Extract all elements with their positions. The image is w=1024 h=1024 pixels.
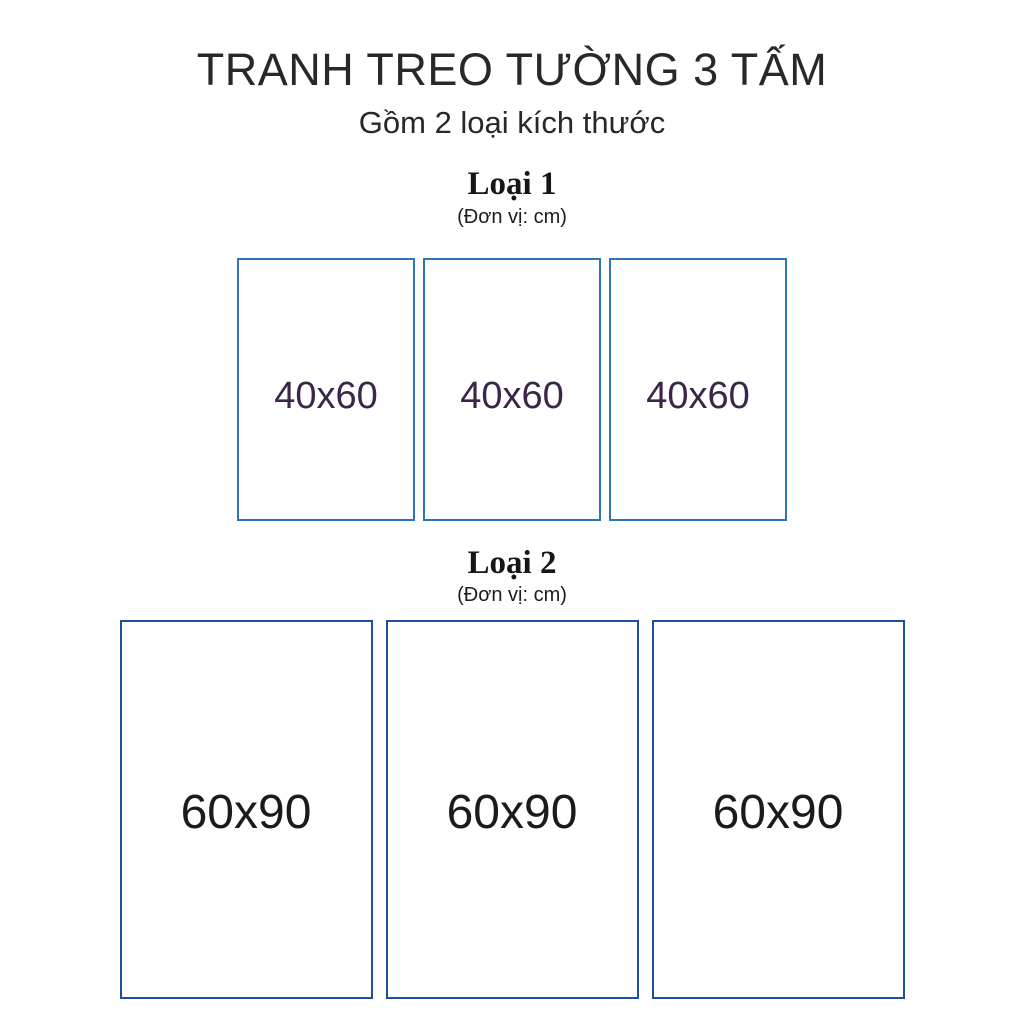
section-1-unit-note: (Đơn vị: cm) xyxy=(457,205,567,228)
panel-size-label: 60x90 xyxy=(180,785,312,839)
panel-size-label: 60x90 xyxy=(712,785,844,839)
section-2-label: Loại 2 xyxy=(467,544,557,581)
panel-size-label: 60x90 xyxy=(446,785,578,839)
panel-40x60: 40x60 xyxy=(423,257,601,521)
section-2-panel-row: 60x90 60x90 60x90 xyxy=(0,619,1024,999)
panel-60x90: 60x90 xyxy=(119,619,373,999)
section-type-2: Loại 2 (Đơn vị: cm) 60x90 60x90 60x90 xyxy=(0,545,1024,999)
section-type-1: Loại 1 (Đơn vị: cm) 40x60 40x60 40x60 xyxy=(0,166,1024,521)
panel-60x90: 60x90 xyxy=(385,619,639,999)
page-title: TRANH TREO TƯỜNG 3 TẤM xyxy=(196,44,828,95)
panel-60x90: 60x90 xyxy=(651,619,905,999)
panel-size-label: 40x60 xyxy=(460,374,564,417)
section-2-unit-note: (Đơn vị: cm) xyxy=(457,583,567,606)
panel-40x60: 40x60 xyxy=(237,257,415,521)
panel-40x60: 40x60 xyxy=(609,257,787,521)
section-1-label: Loại 1 xyxy=(467,166,557,203)
page-subtitle: Gồm 2 loại kích thước xyxy=(358,104,666,140)
section-1-panel-row: 40x60 40x60 40x60 xyxy=(0,257,1024,521)
panel-size-label: 40x60 xyxy=(274,374,378,417)
panel-size-label: 40x60 xyxy=(646,374,750,417)
